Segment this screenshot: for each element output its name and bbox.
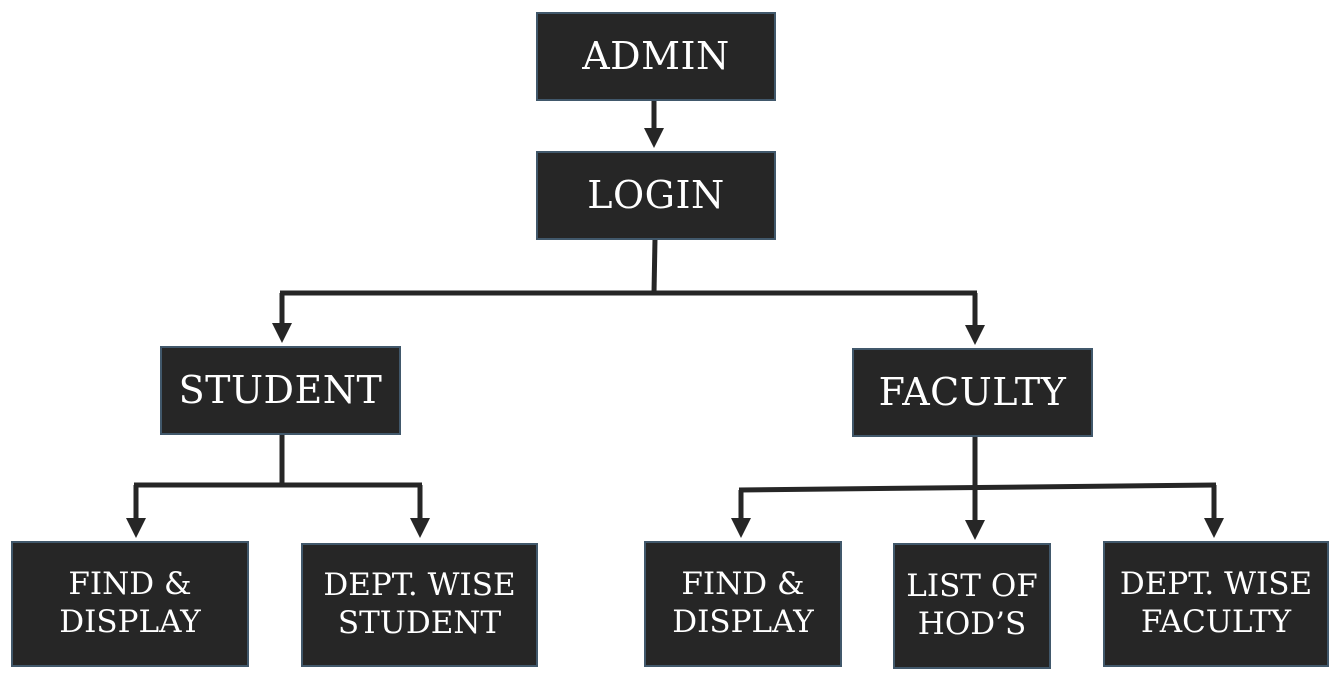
list-of-hods-label: LIST OF HOD’S [906,568,1038,642]
admin-box: ADMIN [536,12,776,101]
faculty-box: FACULTY [852,348,1093,437]
student-find-display-label: FIND & DISPLAY [59,566,201,640]
dept-wise-faculty-box: DEPT. WISE FACULTY [1103,541,1329,667]
dept-wise-student-label: DEPT. WISE STUDENT [323,567,516,641]
login-label: LOGIN [587,173,725,218]
faculty-find-display-label: FIND & DISPLAY [672,566,814,640]
faculty-label: FACULTY [878,370,1067,415]
list-of-hods-box: LIST OF HOD’S [893,543,1051,669]
student-label: STUDENT [178,368,383,413]
connector-login-trunk [651,238,658,294]
dept-wise-student-box: DEPT. WISE STUDENT [301,543,538,667]
dept-wise-faculty-label: DEPT. WISE FACULTY [1119,566,1313,640]
student-box: STUDENT [160,346,401,435]
faculty-find-display-box: FIND & DISPLAY [644,541,842,667]
connector-faculty-split [738,482,1217,493]
student-find-display-box: FIND & DISPLAY [11,541,249,667]
login-box: LOGIN [536,151,776,240]
admin-label: ADMIN [582,34,730,79]
